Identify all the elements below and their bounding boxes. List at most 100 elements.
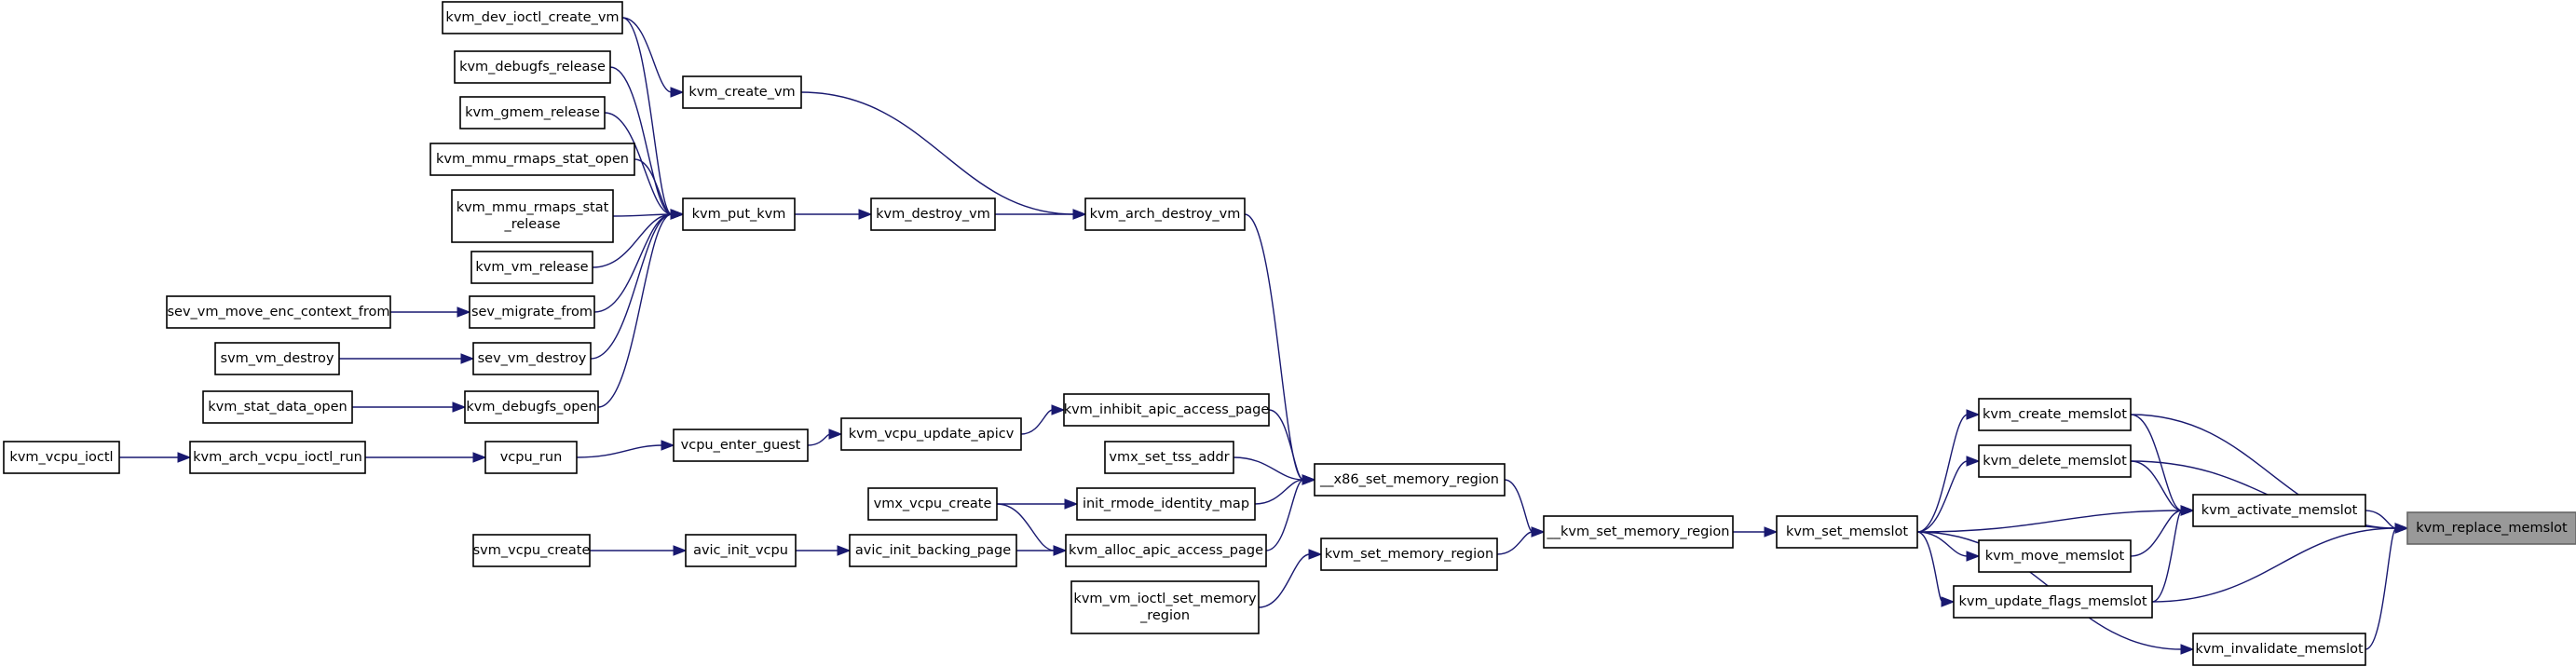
node-kvm-replace-memslot[interactable]: kvm_replace_memslot (2406, 511, 2576, 545)
node-box (484, 441, 578, 474)
node-label: kvm_inhibit_apic_access_page (1064, 402, 1270, 417)
node-kvm-vm-ioctl-set-memory-region[interactable]: kvm_vm_ioctl_set_memory_region (1070, 580, 1260, 634)
node-kvm-vcpu-update-apicv[interactable]: kvm_vcpu_update_apicv (840, 417, 1022, 451)
node-label: kvm_put_kvm (692, 207, 786, 222)
node-label: kvm_vm_ioctl_set_memory (1073, 592, 1257, 606)
edge-kvm-alloc-apic-access-page-to-x86-set-memory-region (1265, 474, 1316, 551)
node-vcpu-run[interactable]: vcpu_run (484, 441, 578, 474)
edge-kvm-dev-ioctl-create-vm-to-kvm-put-kvm (621, 17, 685, 220)
edge-arrowhead (1966, 551, 1981, 562)
node-label: __x86_set_memory_region (1319, 472, 1499, 487)
node-kvm-vcpu-ioctl[interactable]: kvm_vcpu_ioctl (3, 441, 120, 474)
edge-arrowhead (661, 440, 675, 451)
edge-line (1916, 531, 1943, 603)
node-kvm-alloc-apic-access-page[interactable]: kvm_alloc_apic_access_page (1065, 534, 1267, 567)
node-label: kvm_destroy_vm (876, 207, 990, 222)
node-kvm-update-flags-memslot[interactable]: kvm_update_flags_memslot (1953, 585, 2153, 619)
node-box (1084, 197, 1246, 231)
edge-arrowhead (1764, 526, 1779, 538)
node-label: vmx_set_tss_addr (1109, 450, 1229, 465)
edge-kvm-update-flags-memslot-to-kvm-replace-memslot (2151, 523, 2409, 603)
edge-arrowhead (460, 353, 475, 364)
node-box (214, 342, 340, 375)
node-label: kvm_replace_memslot (2416, 521, 2568, 536)
edge-line (1258, 553, 1311, 608)
edge-line (800, 91, 1075, 215)
edge-line (1496, 531, 1533, 555)
node-init-rmode-identity-map[interactable]: init_rmode_identity_map (1076, 487, 1256, 521)
node-kvm-move-memslot[interactable]: kvm_move_memslot (1978, 539, 2132, 573)
edge-arrowhead (670, 209, 685, 220)
node-kvm-destroy-vm[interactable]: kvm_destroy_vm (870, 197, 996, 231)
edge-kvm-update-flags-memslot-to-kvm-activate-memslot (2151, 505, 2195, 603)
node-kvm-set-memory-region[interactable]: __kvm_set_memory_region (1543, 515, 1734, 549)
node-kvm-put-kvm[interactable]: kvm_put_kvm (682, 197, 796, 231)
node-label: vcpu_enter_guest (681, 438, 801, 453)
node-label: kvm_set_memory_region (1325, 547, 1493, 562)
edge-arrowhead (1051, 404, 1066, 415)
node-x86-set-memory-region[interactable]: __x86_set_memory_region (1314, 463, 1506, 497)
node-sev-migrate-from[interactable]: sev_migrate_from (469, 295, 595, 329)
edge-kvm-set-memslot-to-kvm-update-flags-memslot (1916, 531, 1956, 607)
edge-line (807, 433, 831, 446)
node-kvm-mmu-rmaps-stat-release[interactable]: kvm_mmu_rmaps_stat_release (451, 189, 614, 243)
node-kvm-dev-ioctl-create-vm[interactable]: kvm_dev_ioctl_create_vm (442, 1, 623, 34)
node-kvm-inhibit-apic-access-page[interactable]: kvm_inhibit_apic_access_page (1063, 393, 1270, 427)
node-kvm-create-vm[interactable]: kvm_create_vm (682, 75, 802, 109)
edge-line (1020, 409, 1054, 435)
node-kvm-gmem-release[interactable]: kvm_gmem_release (459, 96, 606, 129)
node-kvm-stat-data-open[interactable]: kvm_stat_data_open (202, 390, 353, 424)
edge-arrowhead (2180, 505, 2195, 516)
node-label: __kvm_set_memory_region (1547, 524, 1730, 539)
node-svm-vm-destroy[interactable]: svm_vm_destroy (214, 342, 340, 375)
node-vmx-vcpu-create[interactable]: vmx_vcpu_create (867, 487, 998, 521)
node-label: avic_init_backing_page (855, 543, 1011, 558)
node-sev-vm-destroy[interactable]: sev_vm_destroy (472, 342, 592, 375)
node-vmx-set-tss-addr[interactable]: vmx_set_tss_addr (1104, 441, 1234, 474)
node-kvm-mmu-rmaps-stat-open[interactable]: kvm_mmu_rmaps_stat_open (429, 143, 635, 176)
node-vcpu-enter-guest[interactable]: vcpu_enter_guest (673, 429, 809, 462)
node-avic-init-vcpu[interactable]: avic_init_vcpu (685, 534, 797, 567)
edge-line (590, 213, 673, 360)
node-box (1953, 585, 2153, 619)
edge-kvm-arch-destroy-vm-to-x86-set-memory-region (1244, 213, 1316, 485)
node-kvm-arch-destroy-vm[interactable]: kvm_arch_destroy_vm (1084, 197, 1246, 231)
edge-arrowhead (2180, 644, 2195, 655)
node-label: svm_vm_destroy (221, 351, 334, 366)
edge-kvm-dev-ioctl-create-vm-to-kvm-create-vm (621, 17, 685, 98)
edge-line (1916, 414, 1969, 533)
node-box (470, 251, 593, 284)
edge-arrowhead (670, 87, 685, 98)
node-box (454, 50, 611, 84)
node-box (1104, 441, 1234, 474)
edge-kvm-set-memslot-to-kvm-move-memslot (1916, 531, 1981, 562)
edge-avic-init-vcpu-to-avic-init-backing-page (796, 545, 852, 556)
node-label: kvm_create_memslot (1983, 407, 2127, 422)
node-kvm-debugfs-open[interactable]: kvm_debugfs_open (464, 390, 599, 424)
node-box (202, 390, 353, 424)
node-kvm-set-memslot[interactable]: kvm_set_memslot (1776, 515, 1918, 549)
node-kvm-invalidate-memslot[interactable]: kvm_invalidate_memslot (2192, 633, 2366, 666)
node-box (2192, 633, 2366, 666)
edge-x86-set-memory-region-to-kvm-set-memory-region (1504, 479, 1546, 538)
node-kvm-vm-release[interactable]: kvm_vm_release (470, 251, 593, 284)
node-sev-vm-move-enc-context-from[interactable]: sev_vm_move_enc_context_from (166, 295, 391, 329)
node-label: kvm_alloc_apic_access_page (1069, 543, 1263, 558)
node-kvm-set-memory-region[interactable]: kvm_set_memory_region (1320, 538, 1498, 571)
node-kvm-activate-memslot[interactable]: kvm_activate_memslot (2192, 494, 2366, 527)
edge-line (1268, 409, 1304, 481)
node-kvm-create-memslot[interactable]: kvm_create_memslot (1978, 398, 2132, 431)
edge-line (2130, 414, 2183, 511)
node-kvm-debugfs-release[interactable]: kvm_debugfs_release (454, 50, 611, 84)
edge-arrowhead (457, 306, 471, 318)
edge-arrowhead (1966, 456, 1981, 467)
edge-arrowhead (1966, 409, 1981, 420)
edge-arrowhead (828, 429, 843, 440)
node-avic-init-backing-page[interactable]: avic_init_backing_page (849, 534, 1017, 567)
node-kvm-arch-vcpu-ioctl-run[interactable]: kvm_arch_vcpu_ioctl_run (189, 441, 366, 474)
node-kvm-delete-memslot[interactable]: kvm_delete_memslot (1978, 444, 2132, 478)
node-svm-vcpu-create[interactable]: svm_vcpu_create (472, 534, 591, 567)
node-label: kvm_dev_ioctl_create_vm (445, 10, 619, 25)
node-box (1978, 444, 2132, 478)
node-box (469, 295, 595, 329)
